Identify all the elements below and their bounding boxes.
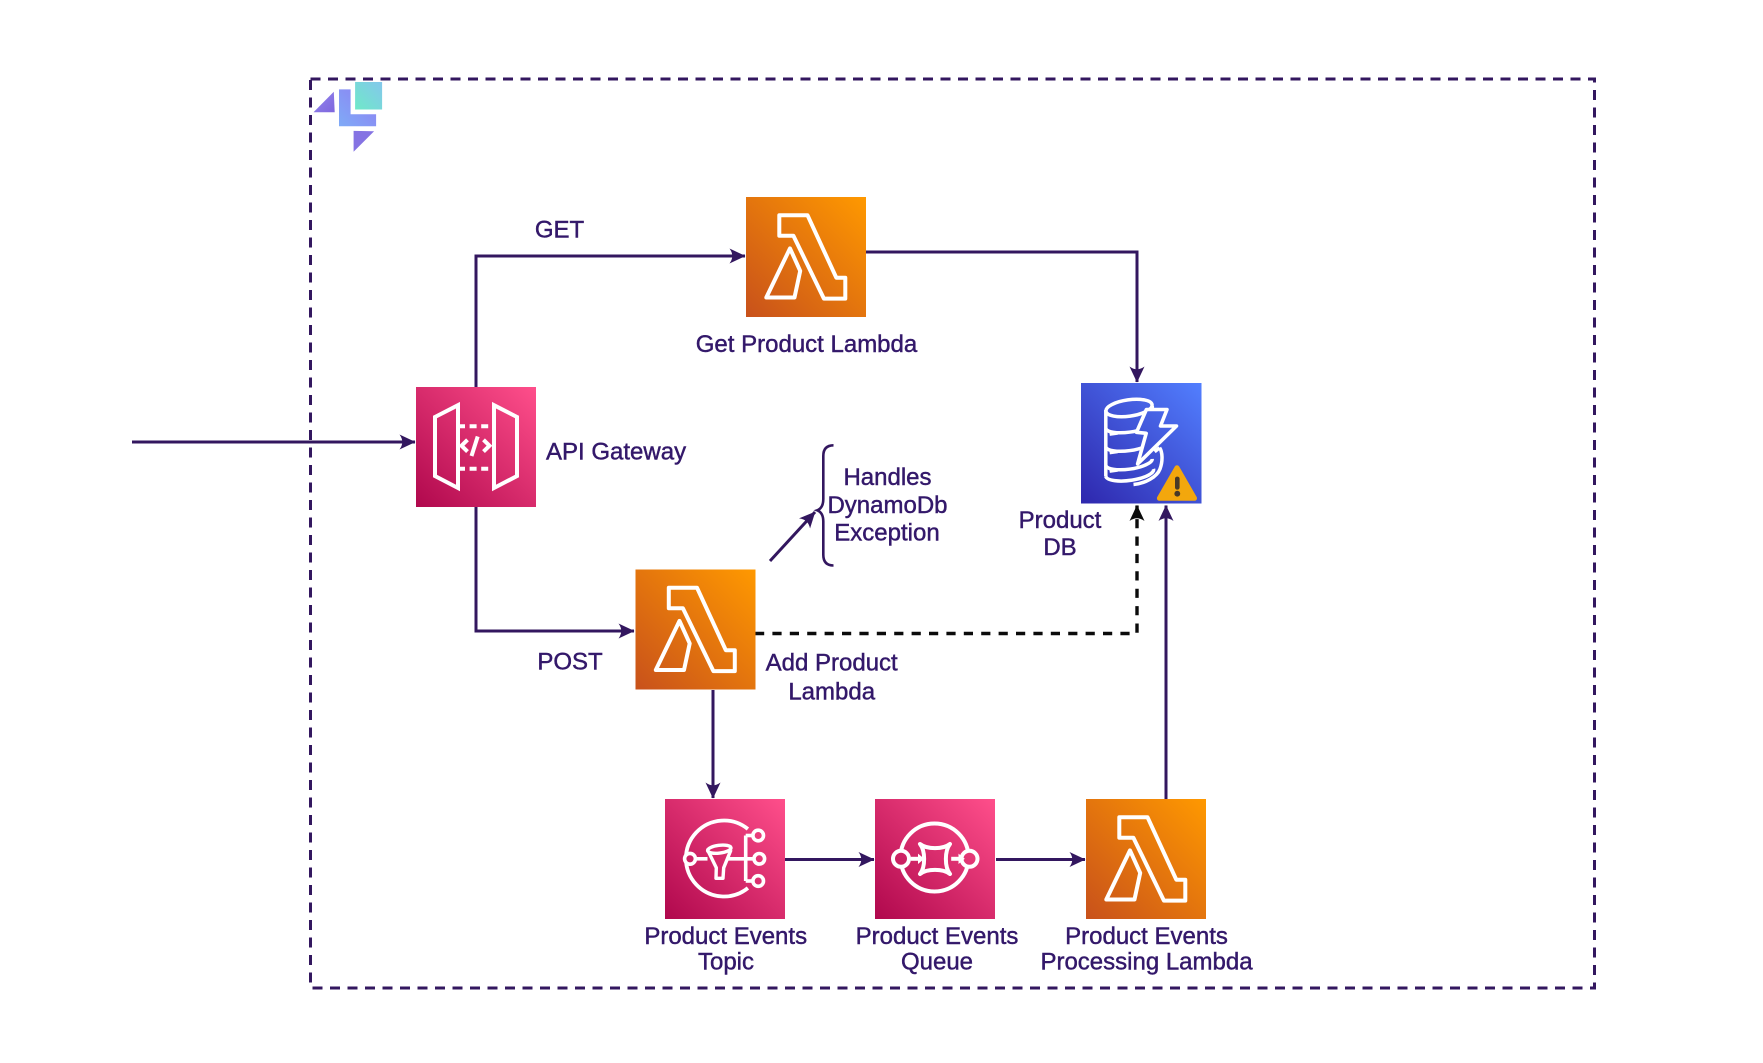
svg-text:DynamoDb: DynamoDb: [827, 492, 947, 519]
svg-text:Get Product Lambda: Get Product Lambda: [696, 331, 918, 358]
svg-text:Lambda: Lambda: [788, 679, 875, 706]
svg-text:API Gateway: API Gateway: [546, 439, 686, 466]
svg-text:Product: Product: [1019, 507, 1102, 534]
svg-text:Handles: Handles: [843, 464, 931, 491]
svg-text:DB: DB: [1043, 534, 1076, 561]
svg-text:Add Product: Add Product: [766, 650, 898, 677]
svg-text:Product Events: Product Events: [1065, 923, 1228, 950]
svg-text:GET: GET: [535, 217, 585, 244]
svg-text:Topic: Topic: [698, 949, 754, 976]
svg-text:POST: POST: [537, 649, 603, 676]
svg-text:Product Events: Product Events: [644, 923, 807, 950]
svg-text:Product Events: Product Events: [856, 923, 1019, 950]
svg-text:Exception: Exception: [834, 520, 939, 547]
svg-text:Queue: Queue: [901, 949, 973, 976]
svg-text:Processing Lambda: Processing Lambda: [1040, 949, 1253, 976]
